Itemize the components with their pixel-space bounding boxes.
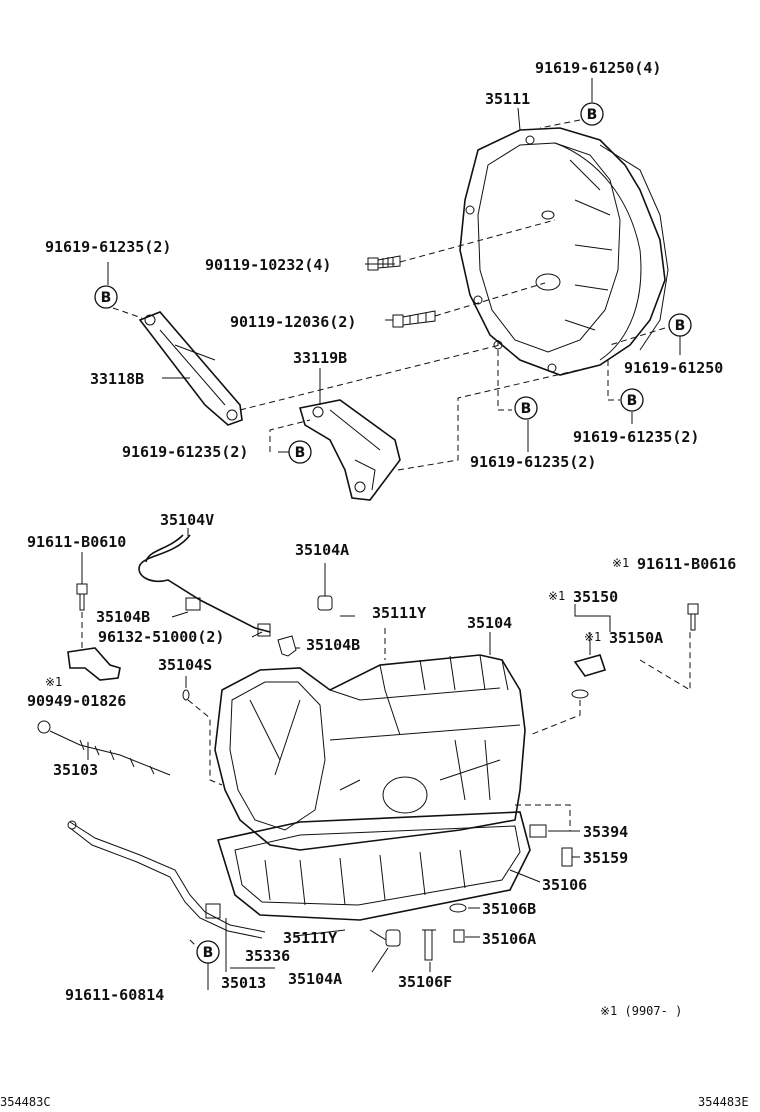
b-marker-label: B — [627, 393, 638, 409]
bolt-90119-12036[interactable] — [392, 310, 436, 328]
label-35104b-upper[interactable]: 35104B — [96, 608, 150, 626]
label-90949-01826[interactable]: 90949-01826 — [27, 692, 126, 710]
note-mark-35150a: ※1 — [584, 630, 601, 644]
label-91619-61250[interactable]: 91619-61250 — [624, 359, 723, 377]
leader-lines — [81, 78, 691, 990]
label-35104v[interactable]: 35104V — [160, 511, 214, 529]
b-marker: B — [580, 102, 604, 126]
label-91611-60814[interactable]: 91611-60814 — [65, 986, 164, 1004]
b-marker: B — [668, 313, 692, 337]
label-35104[interactable]: 35104 — [467, 614, 512, 632]
label-35103[interactable]: 35103 — [53, 761, 98, 779]
b-marker-label: B — [203, 945, 214, 961]
plug-35159[interactable] — [561, 847, 573, 867]
label-35111y-bottom[interactable]: 35111Y — [283, 929, 337, 947]
note-mark-35150: ※1 — [548, 589, 565, 603]
magnet-35106b[interactable] — [449, 903, 467, 913]
b-marker: B — [620, 388, 644, 412]
label-35159[interactable]: 35159 — [583, 849, 628, 867]
bolt-91611-b0610[interactable] — [76, 583, 88, 611]
oil-level-gauge-35103[interactable] — [37, 720, 171, 776]
label-35104a-bottom[interactable]: 35104A — [288, 970, 342, 988]
b-marker: B — [196, 940, 220, 964]
label-91619-61235-2-upper-left[interactable]: 91619-61235(2) — [45, 238, 171, 256]
plug-35104a-bottom[interactable] — [385, 929, 401, 947]
label-35104a-top[interactable]: 35104A — [295, 541, 349, 559]
diagram-code-left: 354483C — [0, 1095, 51, 1109]
b-marker-label: B — [587, 107, 598, 123]
label-35111y-top[interactable]: 35111Y — [372, 604, 426, 622]
union-35104b[interactable] — [277, 635, 297, 657]
bracket-33119b[interactable] — [298, 399, 401, 501]
breather-hose-35104v[interactable] — [138, 534, 271, 637]
transmission-housing-35111[interactable] — [459, 127, 669, 376]
footnote: ※1 (9907- ) — [600, 1004, 682, 1018]
gasket-35104s[interactable] — [182, 689, 190, 701]
b-marker-label: B — [295, 445, 306, 461]
label-35106a[interactable]: 35106A — [482, 930, 536, 948]
bracket-90949-01826[interactable] — [67, 647, 121, 681]
b-marker-label: B — [675, 318, 686, 334]
note-mark-90949: ※1 — [45, 675, 62, 689]
b-marker: B — [514, 396, 538, 420]
label-35106f[interactable]: 35106F — [398, 973, 452, 991]
plug-35106f[interactable] — [422, 929, 436, 961]
drain-plug-35106a[interactable] — [453, 929, 465, 943]
b-marker-label: B — [101, 290, 112, 306]
label-35150a[interactable]: 35150A — [609, 629, 663, 647]
label-91611-b0616[interactable]: 91611-B0616 — [637, 555, 736, 573]
b-marker: B — [94, 285, 118, 309]
bolt-90119-10232[interactable] — [367, 255, 401, 271]
transmission-assembly-35104[interactable] — [214, 654, 526, 851]
label-35150[interactable]: 35150 — [573, 588, 618, 606]
label-35394[interactable]: 35394 — [583, 823, 628, 841]
oil-pan-35106[interactable] — [216, 811, 531, 921]
label-35104b-lower[interactable]: 35104B — [306, 636, 360, 654]
diagram-code-right: 354483E — [698, 1095, 749, 1109]
label-35106b[interactable]: 35106B — [482, 900, 536, 918]
part-labels: 91619-61250(4) 35111 91619-61235(2) 9011… — [0, 59, 749, 1109]
label-90119-12036[interactable]: 90119-12036(2) — [230, 313, 356, 331]
gasket-35394[interactable] — [529, 824, 547, 838]
label-35106[interactable]: 35106 — [542, 876, 587, 894]
label-91619-61235-2-right[interactable]: 91619-61235(2) — [573, 428, 699, 446]
label-96132-51000[interactable]: 96132-51000(2) — [98, 628, 224, 646]
label-91619-61250-4[interactable]: 91619-61250(4) — [535, 59, 661, 77]
oil-filler-tube-35013[interactable] — [67, 820, 266, 939]
b-marker: B — [288, 440, 312, 464]
label-35336[interactable]: 35336 — [245, 947, 290, 965]
plug-35104a-top[interactable] — [317, 595, 333, 611]
label-35111[interactable]: 35111 — [485, 90, 530, 108]
label-35104s[interactable]: 35104S — [158, 656, 212, 674]
bracket-33118b[interactable] — [138, 311, 243, 426]
note-mark-91611-b0616: ※1 — [612, 556, 629, 570]
sensor-35150[interactable] — [571, 654, 607, 699]
label-35013[interactable]: 35013 — [221, 974, 266, 992]
label-91619-61235-2-center[interactable]: 91619-61235(2) — [470, 453, 596, 471]
label-33119b[interactable]: 33119B — [293, 349, 347, 367]
bolt-91611-b0616[interactable] — [687, 603, 699, 631]
label-91619-61235-2-left[interactable]: 91619-61235(2) — [122, 443, 248, 461]
label-33118b[interactable]: 33118B — [90, 370, 144, 388]
label-91611-b0610[interactable]: 91611-B0610 — [27, 533, 126, 551]
label-90119-10232[interactable]: 90119-10232(4) — [205, 256, 331, 274]
b-marker-label: B — [521, 401, 532, 417]
